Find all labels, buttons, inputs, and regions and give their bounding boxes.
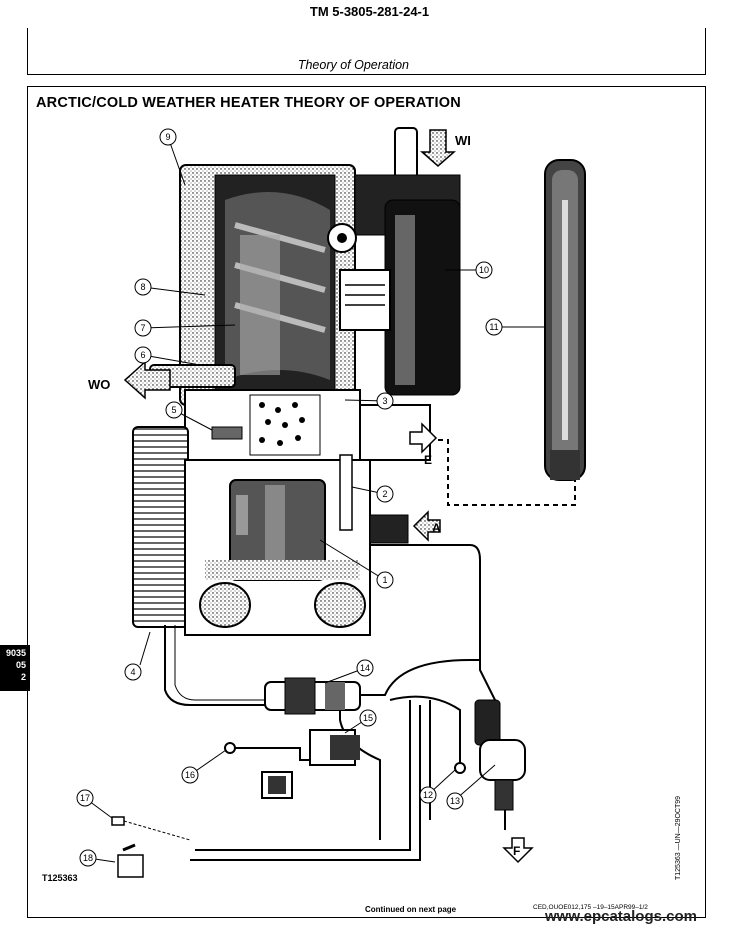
footer-ref: CED,OUOE012,175 –19–15APR99–1/2 — [533, 904, 648, 911]
callout-7: 7 — [134, 319, 152, 337]
flexible-hose — [544, 159, 586, 481]
ring-terminal — [224, 742, 236, 754]
svg-text:15: 15 — [363, 713, 373, 723]
heater-housing — [179, 164, 356, 406]
callout-4: 4 — [124, 663, 142, 681]
svg-text:12: 12 — [423, 790, 433, 800]
svg-text:11: 11 — [489, 322, 498, 332]
ground-terminal — [454, 762, 466, 774]
svg-text:16: 16 — [185, 770, 195, 780]
callout-15: 15 — [359, 709, 377, 727]
callout-6: 6 — [134, 346, 152, 364]
side-code: T125363 —UN—29OCT99 — [675, 795, 682, 880]
callout-9: 9 — [159, 128, 177, 146]
svg-text:2: 2 — [382, 489, 387, 499]
svg-text:13: 13 — [450, 796, 460, 806]
svg-text:4: 4 — [130, 667, 135, 677]
callout-leaders — [84, 136, 545, 863]
callout-18: 18 — [79, 849, 97, 867]
document-id: TM 5-3805-281-24-1 — [309, 4, 430, 19]
svg-text:5: 5 — [171, 405, 176, 415]
wiring-connectors — [261, 729, 360, 799]
water-pump-assembly — [327, 127, 461, 396]
svg-text:8: 8 — [140, 282, 145, 292]
page-subtitle: Theory of Operation — [297, 58, 409, 72]
fuel-lines — [164, 439, 576, 861]
fuel-filter — [264, 677, 361, 715]
callout-8: 8 — [134, 278, 152, 296]
callout-numbers: 1 2 3 4 5 6 7 8 9 10 11 12 13 14 15 16 1… — [76, 128, 503, 867]
figure-id: T125363 — [42, 873, 78, 883]
callout-16: 16 — [181, 766, 199, 784]
flow-label-f: F — [513, 844, 520, 858]
fuse — [111, 816, 125, 826]
callout-3: 3 — [376, 392, 394, 410]
heater-switch — [117, 843, 144, 878]
page-header: Theory of Operation — [27, 28, 706, 75]
callout-2: 2 — [376, 485, 394, 503]
glow-plug — [339, 454, 353, 531]
svg-text:6: 6 — [140, 350, 145, 360]
callout-17: 17 — [76, 789, 94, 807]
callout-1: 1 — [376, 571, 394, 589]
flow-label-wi: WI — [455, 133, 471, 148]
section-title: ARCTIC/COLD WEATHER HEATER THEORY OF OPE… — [36, 95, 461, 111]
flow-label-a: A — [432, 521, 441, 535]
svg-text:14: 14 — [360, 663, 370, 673]
combustion-air-inlet — [369, 514, 409, 544]
fuel-pump — [474, 699, 526, 830]
diagram-frame: ARCTIC/COLD WEATHER HEATER THEORY OF OPE… — [27, 86, 706, 918]
svg-text:7: 7 — [140, 323, 145, 333]
svg-text:1: 1 — [382, 575, 387, 585]
svg-text:3: 3 — [382, 396, 387, 406]
svg-text:17: 17 — [80, 793, 90, 803]
callout-12: 12 — [419, 786, 437, 804]
flow-arrows — [123, 129, 534, 864]
flow-label-e: E — [424, 453, 432, 467]
callout-14: 14 — [356, 659, 374, 677]
callout-5: 5 — [165, 401, 183, 419]
section-tab: 9035 05 2 — [0, 645, 30, 691]
svg-text:18: 18 — [83, 853, 93, 863]
svg-text:9: 9 — [165, 132, 170, 142]
callout-13: 13 — [446, 792, 464, 810]
continued-note: Continued on next page — [365, 905, 457, 914]
blower-motor — [199, 479, 366, 628]
callout-10: 10 — [475, 261, 493, 279]
callout-11: 11 — [485, 318, 503, 336]
svg-text:10: 10 — [479, 265, 489, 275]
flow-label-wo: WO — [88, 377, 110, 392]
watermark: www.epcatalogs.com — [545, 908, 697, 925]
